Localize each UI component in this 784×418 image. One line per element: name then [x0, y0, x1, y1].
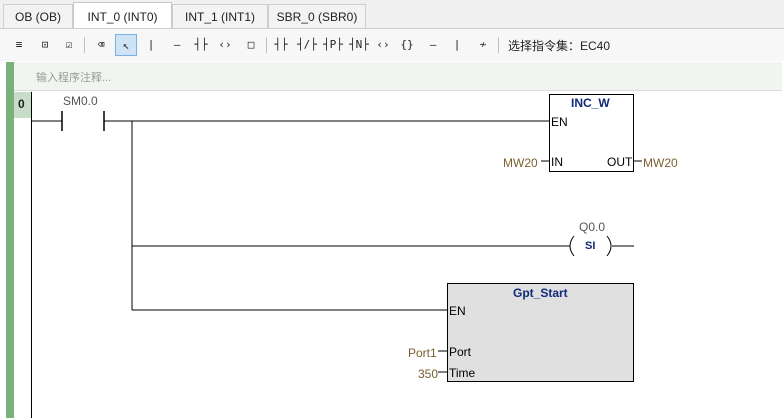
toolbar-separator	[498, 37, 499, 53]
contact-address[interactable]: SM0.0	[63, 94, 98, 108]
no-contact-icon[interactable]: ┤├	[274, 38, 288, 51]
gpt-start-title: Gpt_Start	[513, 286, 568, 300]
pointer-icon[interactable]: ↖	[115, 34, 137, 56]
coil-instruction: SI	[585, 240, 596, 252]
gpt-port-operand[interactable]: Port1	[408, 346, 437, 360]
box-output-icon[interactable]: {}	[400, 38, 414, 51]
n-contact-icon[interactable]: ┤N├	[349, 38, 369, 51]
align-left-icon[interactable]: ≡	[15, 38, 23, 51]
tab-int1[interactable]: INT_1 (INT1)	[172, 4, 268, 28]
box-icon[interactable]: □	[247, 38, 255, 51]
program-comment-placeholder: 输入程序注释...	[36, 72, 112, 84]
toolbar: ≡ ⊡ ☑ ⌫ ↖ | — ┤├ ‹› □ ┤├ ┤/├ ┤P├ ┤N├ ‹› …	[0, 29, 784, 61]
horizontal-wire-icon[interactable]: —	[429, 38, 437, 51]
gpt-en-pin: EN	[449, 304, 466, 318]
gpt-time-pin: Time	[449, 366, 476, 380]
toolbar-separator	[84, 37, 85, 53]
coil-address[interactable]: Q0.0	[579, 220, 606, 234]
program-comment-field[interactable]	[14, 62, 782, 91]
toolbar-separator	[266, 37, 267, 53]
gpt-port-pin: Port	[449, 345, 472, 359]
gpt-start-block[interactable]	[447, 283, 634, 382]
inc-w-title: INC_W	[571, 96, 610, 110]
coil-left-arc[interactable]	[569, 235, 575, 257]
inc-in-operand[interactable]: MW20	[503, 156, 538, 170]
insert-element-icon[interactable]: ⊡	[41, 38, 49, 51]
coil-icon[interactable]: ‹›	[218, 38, 232, 51]
horizontal-line-icon[interactable]: —	[173, 38, 181, 51]
power-rail	[31, 92, 32, 418]
tab-int0[interactable]: INT_0 (INT0)	[73, 2, 172, 29]
vertical-wire-icon[interactable]: |	[453, 38, 461, 51]
network-rail-marker	[6, 62, 14, 418]
eraser-icon[interactable]: ⌫	[97, 38, 105, 51]
coil-output-icon[interactable]: ‹›	[376, 38, 390, 51]
coil-right-arc[interactable]	[606, 235, 612, 257]
inc-in-pin: IN	[551, 155, 563, 169]
inc-en-pin: EN	[551, 115, 568, 129]
network-number-cell[interactable]	[14, 92, 31, 118]
vertical-line-icon[interactable]: |	[147, 38, 155, 51]
p-contact-icon[interactable]: ┤P├	[323, 38, 343, 51]
network-number: 0	[18, 97, 25, 111]
contact-icon[interactable]: ┤├	[194, 38, 208, 51]
instruction-set-label[interactable]: 选择指令集：EC40	[508, 39, 611, 53]
checkbox-icon[interactable]: ☑	[65, 38, 73, 51]
inc-out-operand[interactable]: MW20	[643, 156, 678, 170]
tab-sbr0[interactable]: SBR_0 (SBR0)	[268, 4, 366, 28]
not-icon[interactable]: ≁	[479, 38, 487, 51]
inc-out-pin: OUT	[607, 155, 633, 169]
tab-divider	[0, 28, 784, 29]
nc-contact-icon[interactable]: ┤/├	[297, 38, 317, 51]
tab-ob[interactable]: OB (OB)	[3, 4, 73, 28]
inc-w-block[interactable]	[549, 94, 634, 172]
gpt-time-operand[interactable]: 350	[418, 367, 439, 381]
tab-bar: OB (OB) INT_0 (INT0) INT_1 (INT1) SBR_0 …	[0, 0, 784, 29]
